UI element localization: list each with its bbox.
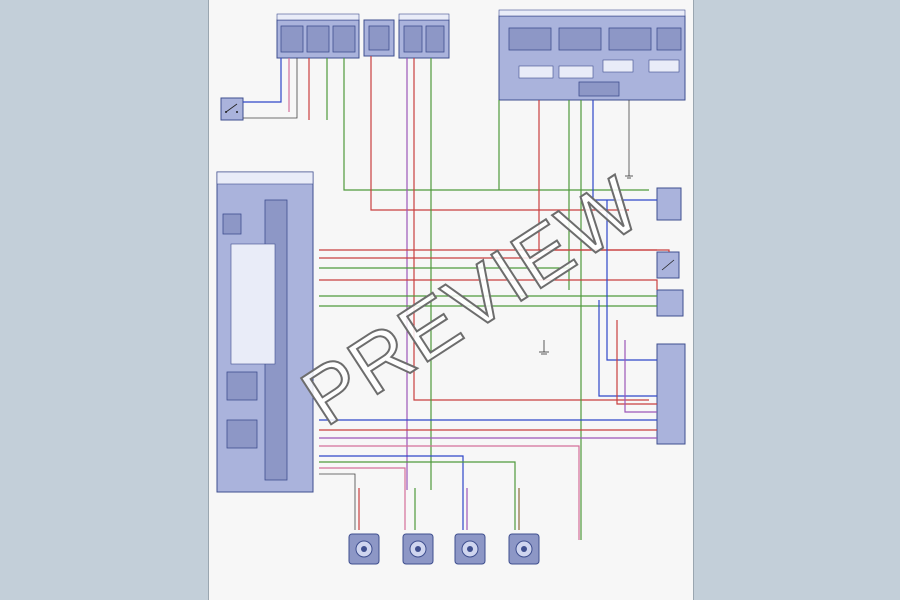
wheel-sensor-4 [508,533,540,565]
switch-left [220,97,244,121]
schematic-sheet [208,0,694,600]
wheel-sensor-2 [402,533,434,565]
wiring-diagram [216,9,686,565]
control-module-left [216,171,314,493]
ground-symbol-icon [625,170,633,179]
top-module-1 [276,13,360,59]
control-unit-top-right [498,9,686,101]
switch-right [656,251,680,279]
top-module-2 [363,19,395,57]
steering-sensor-right [656,187,682,221]
wheel-sensor-1 [348,533,380,565]
top-module-3 [398,13,450,59]
yaw-sensor-right [656,289,684,317]
ground-symbol-icon [539,340,549,355]
wheel-sensor-3 [454,533,486,565]
connector-right [656,343,686,445]
